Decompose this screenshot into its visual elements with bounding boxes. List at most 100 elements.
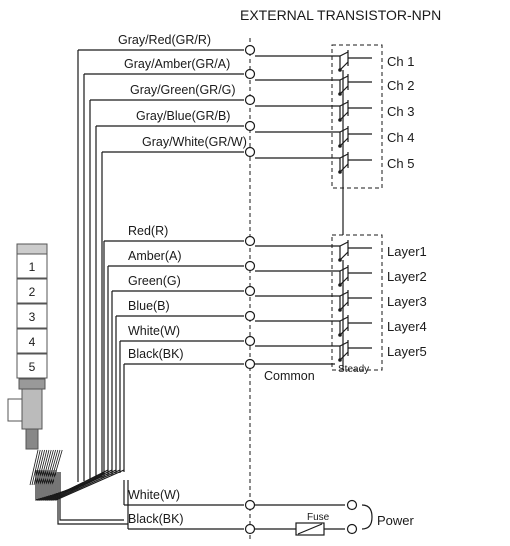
wire-bundle-9: [53, 469, 121, 501]
transistor-collector-layer-box-3: [339, 316, 349, 322]
wire-bundle-6: [47, 469, 109, 501]
layers-label-3: Layer4: [387, 319, 427, 334]
transistor-node-channel-box-3: [338, 144, 342, 148]
wire-bundle-10: [55, 469, 125, 501]
transistor-collector-layer-box-0: [339, 241, 349, 247]
wire-bundle-7: [49, 469, 113, 501]
layers-label-0: Layer1: [387, 244, 427, 259]
power-terminal-top: [346, 499, 358, 511]
transistor-collector-layer-box-4: [339, 341, 349, 347]
transistor-collector-layer-box-1: [339, 266, 349, 272]
connector-circle-7: [244, 285, 256, 297]
transistor-node-layer-box-2: [338, 308, 342, 312]
transistor-collector-channel-box-3: [339, 127, 349, 133]
power-bundle-0: [59, 472, 124, 521]
transistor-emit-leg-channel-box-2: [339, 111, 349, 121]
tower-tier-label-1: 1: [29, 260, 36, 274]
tower-lead-4: [37, 449, 48, 486]
tower-tier-2: [16, 278, 48, 304]
tower-lead-5: [39, 449, 50, 486]
wire-label-mid-2: Green(G): [128, 274, 181, 288]
connector-circle-4: [244, 146, 256, 158]
transistor-node-channel-box-1: [338, 92, 342, 96]
diagram-title: EXTERNAL TRANSISTOR-NPN: [240, 7, 441, 23]
wire-label-mid-4: White(W): [128, 324, 180, 338]
labels: EXTERNAL TRANSISTOR-NPN Common Steady Fu…: [118, 7, 441, 528]
power-bundle-1: [57, 472, 128, 525]
signal-tower: 1 2 3 4 5: [7, 243, 48, 450]
layers-label-4: Layer5: [387, 344, 427, 359]
power-terminal-bottom: [346, 523, 358, 535]
tower-lead-8: [45, 449, 56, 486]
channel-box: [331, 44, 383, 189]
transistor-emit-leg-channel-box-3: [339, 137, 349, 147]
transistor-emit-leg-layer-box-2: [339, 301, 349, 311]
transistor-emit-leg-channel-box-1: [339, 85, 349, 95]
tower-mount: [21, 388, 43, 430]
fuse-slash: [297, 523, 323, 535]
tower-cap: [16, 243, 48, 255]
tower-tier-3: [16, 303, 48, 329]
connector-circle-5: [244, 235, 256, 247]
transistor-emit-leg-layer-box-3: [339, 326, 349, 336]
connector-circle-6: [244, 260, 256, 272]
connector-circle-1: [244, 68, 256, 80]
transistor-boxes: [331, 44, 383, 371]
wire-label-mid-1: Amber(A): [128, 249, 181, 263]
transistor-collector-channel-box-4: [339, 153, 349, 159]
tower-bracket: [7, 398, 23, 422]
wire-lines: [29, 38, 373, 541]
wire-label-top-0: Gray/Red(GR/R): [118, 33, 211, 47]
tower-lead-7: [43, 449, 54, 486]
tower-lead-1: [31, 449, 41, 486]
transistor-node-layer-box-1: [338, 283, 342, 287]
connector-circle-10: [244, 358, 256, 370]
tower-lead-2: [33, 449, 43, 486]
transistor-emit-leg-channel-box-4: [339, 163, 349, 173]
tower-lead-6: [41, 449, 52, 486]
channels-label-3: Ch 4: [387, 130, 414, 145]
wire-label-mid-3: Blue(B): [128, 299, 170, 313]
transistor-collector-channel-box-1: [339, 75, 349, 81]
connector-circle-8: [244, 310, 256, 322]
wire-label-mid-5: Black(BK): [128, 347, 184, 361]
tower-tier-label-5: 5: [29, 360, 36, 374]
fuse-label: Fuse: [307, 512, 330, 523]
wire-label-top-2: Gray/Green(GR/G): [130, 83, 236, 97]
power-bracket: [361, 504, 373, 530]
transistor-emit-leg-channel-box-0: [339, 61, 349, 71]
layer-box: [331, 234, 383, 371]
power-connector-0: [244, 499, 256, 511]
connector-circle-9: [244, 335, 256, 347]
tower-tier-label-4: 4: [29, 335, 36, 349]
tower-tier-5: [16, 353, 48, 379]
tower-base-top: [18, 378, 46, 390]
layers-label-2: Layer3: [387, 294, 427, 309]
wire-label-top-3: Gray/Blue(GR/B): [136, 109, 230, 123]
tower-stem: [25, 428, 39, 450]
transistor-node-layer-box-0: [338, 258, 342, 262]
common-label: Common: [264, 369, 315, 383]
tower-lead-10: [49, 449, 61, 486]
wire-label-mid-0: Red(R): [128, 224, 168, 238]
transistor-node-layer-box-3: [338, 333, 342, 337]
transistor-node-channel-box-0: [338, 68, 342, 72]
transistor-collector-channel-box-2: [339, 101, 349, 107]
channels-label-1: Ch 2: [387, 78, 414, 93]
connector-circle-3: [244, 120, 256, 132]
tower-tier-label-2: 2: [29, 285, 36, 299]
transistor-emit-leg-layer-box-4: [339, 351, 349, 361]
tower-tier-4: [16, 328, 48, 354]
tower-tier-label-3: 3: [29, 310, 36, 324]
transistor-node-channel-box-2: [338, 118, 342, 122]
wire-label-top-1: Gray/Amber(GR/A): [124, 57, 230, 71]
power-label: Power: [377, 513, 415, 528]
wire-label-bottom-1: Black(BK): [128, 512, 184, 526]
connector-circle-2: [244, 94, 256, 106]
tower-tier-1: [16, 253, 48, 279]
transistor-collector-channel-box-0: [339, 51, 349, 57]
power-connector-1: [244, 523, 256, 535]
wire-bundle-8: [51, 469, 117, 501]
channels-label-4: Ch 5: [387, 156, 414, 171]
transistor-node-channel-box-4: [338, 170, 342, 174]
